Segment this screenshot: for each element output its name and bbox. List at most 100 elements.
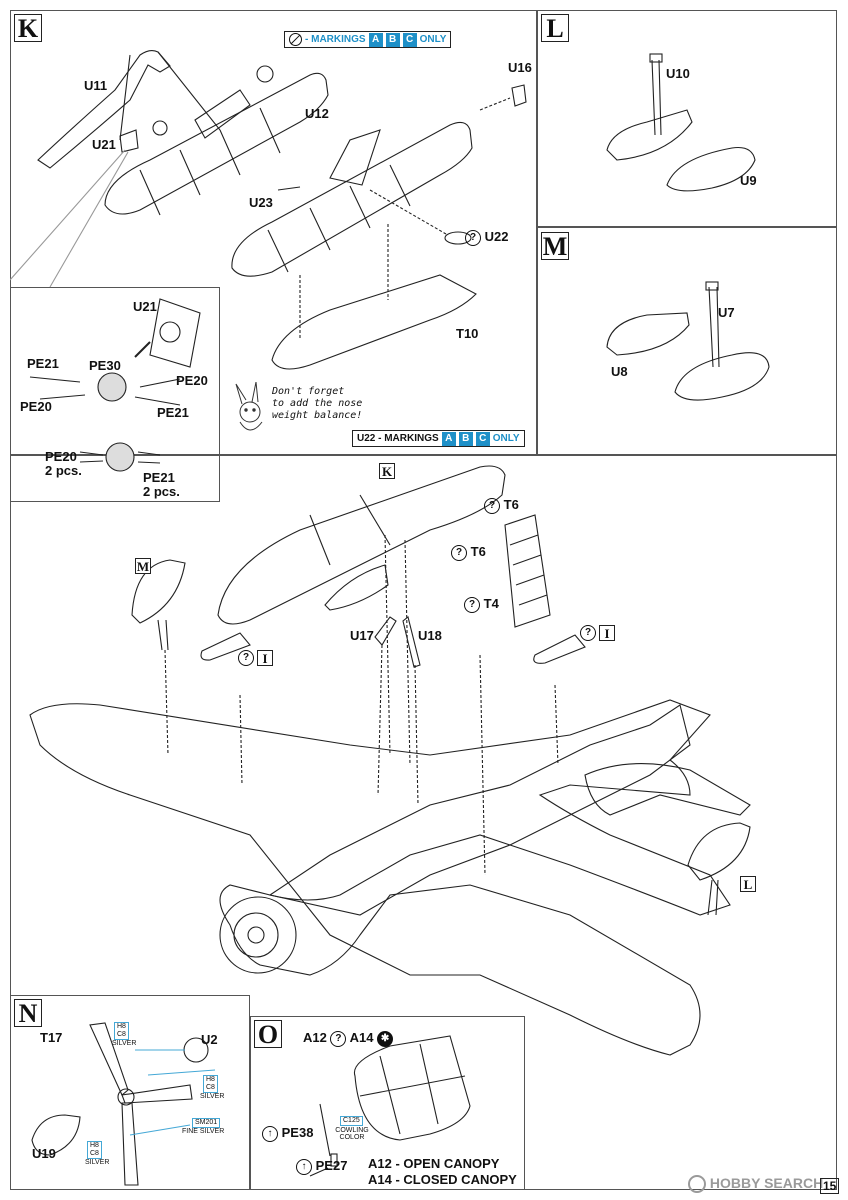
option-i-left: ? I [238,650,273,666]
main-aircraft-drawing [29,465,751,1056]
detail-label-pe20-qty: 2 pcs. [45,463,82,478]
label-pe27-text: PE27 [315,1158,348,1173]
paint-code-2: C8 [117,1031,126,1038]
paint-name-u19: SILVER [85,1159,110,1166]
fold-icon: ↑ [296,1158,312,1175]
question-icon: ? [451,544,467,561]
bunny-mascot-icon [235,382,263,431]
watermark-text: HOBBY SEARCH [709,1175,824,1191]
markings-u22-suffix: ONLY [492,433,520,444]
detail-label-u21: U21 [133,299,157,314]
marking-letter-b: B [385,32,400,47]
panel-k-detail [10,287,220,502]
label-u22-text: U22 [484,229,509,244]
label-a14: A14 [349,1030,374,1045]
markings-u22-bar: U22 - MARKINGS A B C ONLY [352,430,525,447]
label-u9: U9 [740,173,757,188]
step-k-badge: K [14,14,42,42]
caption-closed-canopy: A14 - CLOSED CANOPY [368,1172,517,1187]
label-a12-a14: A12 ? A14 ✱ [303,1030,394,1047]
panel-k-drawing [10,49,527,370]
detail-label-pe30: PE30 [89,358,121,373]
label-a12: A12 [303,1030,327,1045]
label-u7: U7 [718,305,735,320]
step-o-badge: O [254,1020,282,1048]
marking-letter-c: C [402,32,417,47]
label-t10: T10 [456,326,479,341]
detail-label-pe21-right: PE21 [157,405,189,420]
markings-top-prefix: - MARKINGS [305,34,366,45]
label-t4: ? T4 [464,596,499,613]
watermark-logo-icon [688,1175,706,1194]
paint-code: SM201 [195,1119,218,1126]
paint-code: C125 [343,1117,360,1124]
label-t6-upper-text: T6 [503,497,519,512]
label-u16: U16 [508,60,532,75]
bunny-note-line-3: weight balance! [272,410,363,421]
paint-chip-t17: H8 C8 [114,1022,129,1040]
label-u11: U11 [84,78,108,93]
panel-m [537,227,837,455]
paint-code: H8 [206,1076,215,1083]
label-u23: U23 [249,195,273,210]
marking-u22-letter-c: C [475,431,490,446]
markings-top-suffix: ONLY [419,34,447,45]
question-icon: ? [238,650,254,666]
paint-name-t17: SILVER [112,1040,137,1047]
detail-label-pe20-left: PE20 [20,399,52,414]
paint-chip-hub: SM201 [192,1118,221,1128]
detail-drawing [29,298,201,472]
label-u18: U18 [418,628,442,643]
bunny-note-line-2: to add the nose [272,398,363,409]
ref-step-l: L [740,876,756,892]
label-u10: U10 [666,66,690,81]
page-number: 15 [820,1178,840,1194]
paint-chip-c125: C125 [340,1116,363,1126]
detail-label-pe21-top: PE21 [27,356,59,371]
markings-u22-prefix: U22 - MARKINGS [357,433,439,444]
label-u21: U21 [92,137,116,152]
label-t6-upper: ? T6 [484,497,519,514]
panel-n-drawing [31,1022,216,1186]
label-u19: U19 [32,1146,56,1161]
star-icon: ✱ [377,1030,394,1047]
step-m-badge: M [541,232,569,261]
label-u2: U2 [201,1032,218,1047]
paint-name-hub: FINE SILVER [182,1128,225,1135]
paint-chip-u2: H8 C8 [203,1075,218,1093]
label-u8: U8 [611,364,628,379]
paint-code: H8 [117,1023,126,1030]
ref-step-i-left: I [257,650,273,666]
step-l-badge: L [541,14,569,42]
label-t4-text: T4 [483,596,499,611]
step-n-badge: N [14,999,42,1027]
ref-step-m: M [135,558,151,574]
watermark: HOBBY SEARCH [688,1175,824,1194]
bunny-note: Don't forget to add the nose weight bala… [272,386,362,422]
panel-m-drawing [606,281,770,401]
fold-icon: ↑ [262,1125,278,1142]
caption-open-canopy: A12 - OPEN CANOPY [368,1156,500,1171]
label-u22: ? U22 [465,229,508,246]
panel-n [10,995,250,1190]
detail-label-pe20-right: PE20 [176,373,208,388]
question-icon: ? [580,625,596,641]
panel-o-drawing [309,1035,471,1177]
detail-label-pe21-qty: 2 pcs. [143,484,180,499]
marking-u22-letter-a: A [441,431,456,446]
panel-k [10,10,537,455]
paint-code-2: C8 [90,1150,99,1157]
panel-l [537,10,837,227]
panel-o [250,1016,525,1190]
paint-name-u2: SILVER [200,1093,225,1100]
paint-code-2: C8 [206,1084,215,1091]
marking-u22-letter-b: B [458,431,473,446]
detail-label-pe21-qty-name: PE21 [143,470,175,485]
label-u12: U12 [305,106,329,121]
label-u17: U17 [350,628,374,643]
label-pe27: ↑ PE27 [296,1158,347,1175]
label-t6-lower-text: T6 [470,544,486,559]
marking-letter-a: A [368,32,383,47]
ref-step-i-right: I [599,625,615,641]
detail-label-pe20-qty-name: PE20 [45,449,77,464]
